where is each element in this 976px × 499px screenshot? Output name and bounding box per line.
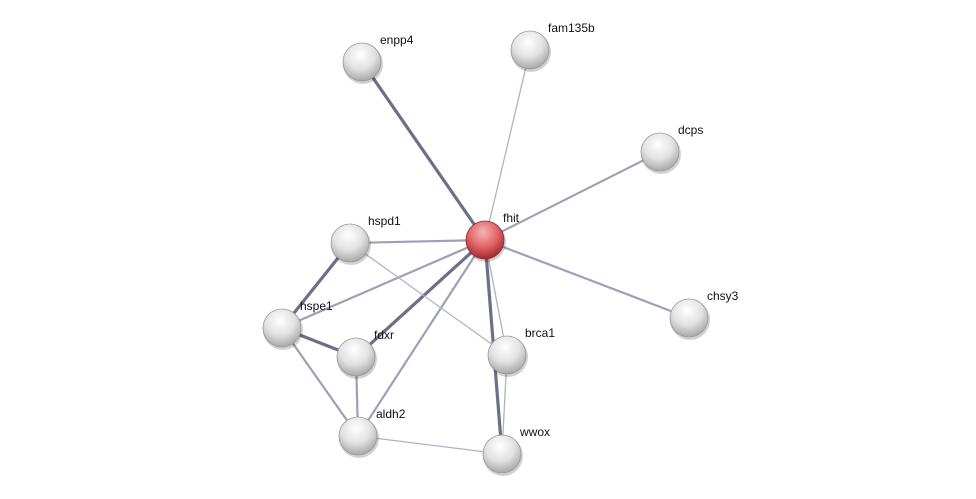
node-sphere[interactable] <box>338 416 378 456</box>
node-enpp4[interactable]: enpp4 <box>342 33 414 84</box>
node-hspe1[interactable]: hspe1 <box>262 299 333 350</box>
node-sphere[interactable] <box>482 434 522 474</box>
node-fhit[interactable]: fhit <box>465 211 520 262</box>
node-sphere[interactable] <box>262 308 302 348</box>
edge-aldh2-wwox[interactable] <box>357 435 503 455</box>
node-chsy3[interactable]: chsy3 <box>669 289 739 340</box>
node-label: aldh2 <box>376 407 406 421</box>
edge-fhit-dcps[interactable] <box>484 151 661 241</box>
edge-fhit-hspe1[interactable] <box>281 238 486 330</box>
node-sphere[interactable] <box>640 132 680 172</box>
edge-fhit-fdxr[interactable] <box>354 238 487 359</box>
node-sphere[interactable] <box>510 30 550 70</box>
node-label: hspe1 <box>300 299 333 313</box>
node-label: enpp4 <box>380 33 414 47</box>
node-fdxr[interactable]: fdxr <box>336 328 394 379</box>
node-label: dcps <box>678 123 703 137</box>
node-sphere[interactable] <box>330 223 370 263</box>
edge-fhit-hspd1[interactable] <box>349 238 486 245</box>
node-sphere[interactable] <box>336 337 376 377</box>
edge-fhit-enpp4[interactable] <box>360 61 487 241</box>
node-brca1[interactable]: brca1 <box>487 326 555 377</box>
node-label: chsy3 <box>707 289 739 303</box>
node-sphere[interactable] <box>465 220 505 260</box>
node-fam135b[interactable]: fam135b <box>510 21 595 72</box>
edge-fhit-brca1[interactable] <box>484 239 508 356</box>
node-sphere[interactable] <box>487 335 527 375</box>
node-label: wwox <box>519 425 550 439</box>
edge-fhit-chsy3[interactable] <box>484 238 690 320</box>
node-wwox[interactable]: wwox <box>482 425 550 476</box>
edge-fhit-aldh2[interactable] <box>357 239 486 437</box>
node-label: hspd1 <box>368 214 401 228</box>
node-label: brca1 <box>525 326 555 340</box>
edge-hspd1-brca1[interactable] <box>349 242 508 356</box>
edge-fhit-fam135b[interactable] <box>484 49 531 241</box>
node-label: fam135b <box>548 21 595 35</box>
node-aldh2[interactable]: aldh2 <box>338 407 406 458</box>
edge-hspe1-aldh2[interactable] <box>281 327 359 437</box>
node-label: fhit <box>503 211 520 225</box>
node-dcps[interactable]: dcps <box>640 123 703 174</box>
node-hspd1[interactable]: hspd1 <box>330 214 401 265</box>
node-sphere[interactable] <box>342 42 382 82</box>
node-sphere[interactable] <box>669 298 709 338</box>
node-label: fdxr <box>374 328 394 342</box>
